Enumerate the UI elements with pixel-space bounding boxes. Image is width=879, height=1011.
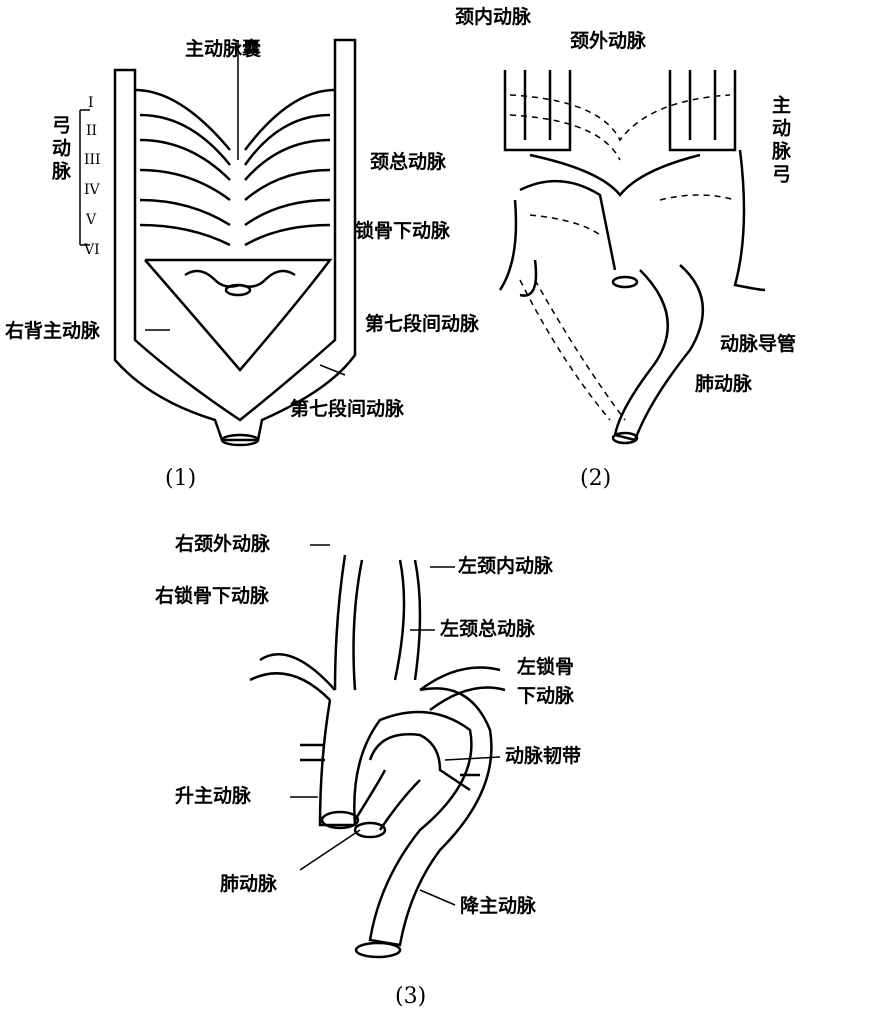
numeral-1: I bbox=[88, 95, 94, 111]
label-arch-arteries: 弓动脉 bbox=[49, 115, 71, 184]
label-seventh-intersegmental-1: 第七段间动脉 bbox=[290, 398, 405, 420]
numeral-5: V bbox=[86, 212, 97, 228]
numeral-3: III bbox=[84, 152, 101, 168]
label-right-dorsal-aorta: 右背主动脉 bbox=[5, 320, 101, 342]
label-pulmonary-3: 肺动脉 bbox=[220, 873, 278, 895]
numeral-4: IV bbox=[84, 182, 100, 198]
caption-1: (1) bbox=[165, 466, 197, 491]
numeral-2: II bbox=[86, 123, 98, 139]
label-common-carotid: 颈总动脉 bbox=[370, 151, 447, 173]
label-pulmonary-2: 肺动脉 bbox=[695, 373, 753, 395]
caption-2: (2) bbox=[580, 466, 612, 491]
label-aortic-arch: 主动脉弓 bbox=[769, 95, 791, 187]
label-left-subclavian-line2: 下动脉 bbox=[517, 685, 575, 707]
label-internal-carotid: 颈内动脉 bbox=[455, 6, 532, 28]
label-ascending-aorta: 升主动脉 bbox=[175, 785, 252, 807]
numeral-6: VI bbox=[84, 242, 100, 258]
label-descending-aorta: 降主动脉 bbox=[460, 895, 537, 917]
panel3-drawing bbox=[249, 544, 506, 959]
label-subclavian: 锁骨下动脉 bbox=[355, 220, 451, 242]
label-left-common-carotid: 左颈总动脉 bbox=[440, 618, 536, 640]
caption-3: (3) bbox=[395, 984, 427, 1009]
label-aortic-sac: 主动脉囊 bbox=[185, 38, 262, 60]
label-ligamentum-arteriosum: 动脉韧带 bbox=[505, 745, 582, 767]
label-external-carotid: 颈外动脉 bbox=[570, 30, 647, 52]
label-seventh-intersegmental-2: 第七段间动脉 bbox=[365, 313, 480, 335]
label-left-internal-carotid: 左颈内动脉 bbox=[458, 555, 554, 577]
label-right-external-carotid: 右颈外动脉 bbox=[175, 533, 271, 555]
label-left-subclavian-line1: 左锁骨 bbox=[517, 656, 575, 678]
label-ductus-arteriosus: 动脉导管 bbox=[720, 333, 797, 355]
panel2-drawing bbox=[498, 70, 766, 445]
label-right-subclavian: 右锁骨下动脉 bbox=[155, 585, 270, 607]
panel1-drawing bbox=[79, 38, 357, 447]
